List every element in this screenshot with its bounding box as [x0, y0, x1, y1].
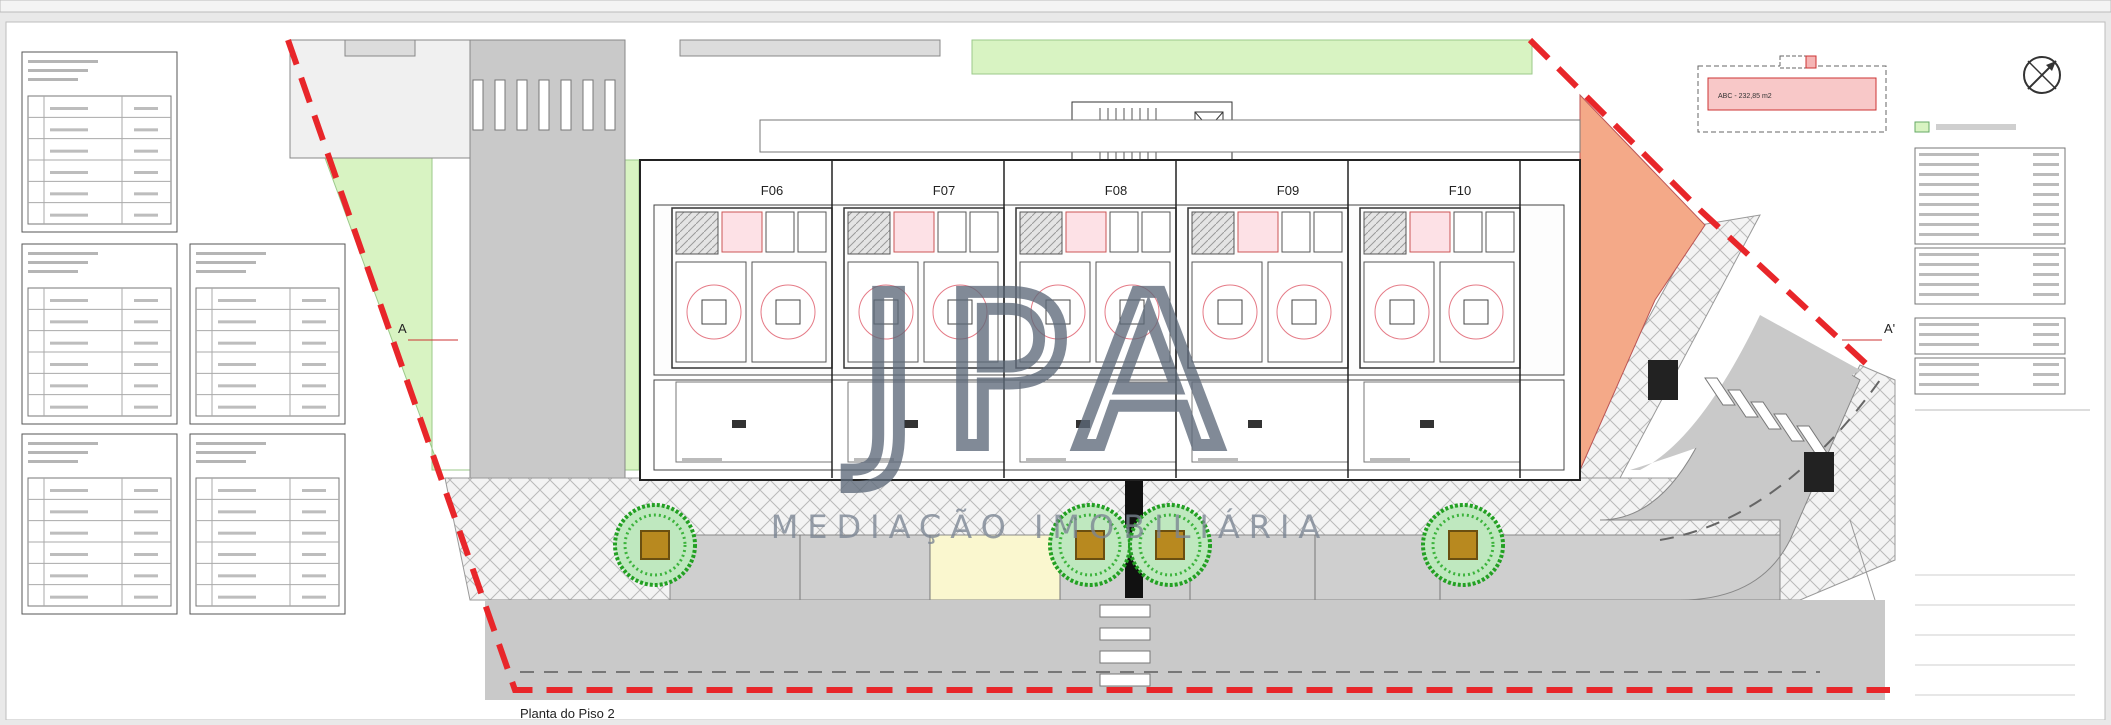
lot-boundary: [285, 39, 1890, 693]
apartment-unit: F08: [1015, 160, 1177, 478]
unit-label: F09: [1277, 183, 1299, 198]
area-table: [21, 51, 178, 233]
schedule-table: [1914, 317, 2066, 355]
lawn-north: [971, 39, 1533, 75]
plan-caption: Planta do Piso 2: [520, 706, 615, 720]
legend-lawn-swatch: [1914, 121, 1930, 133]
north-arrow-icon: [2023, 56, 2061, 94]
area-table: [189, 433, 346, 615]
watermark-subtitle: MEDIAÇÃO IMOBILIÁRIA: [771, 508, 1330, 546]
area-table: [189, 243, 346, 425]
schedule-table: [1914, 147, 2066, 245]
tree-icon: [1421, 503, 1505, 587]
area-table-group: [21, 51, 346, 615]
unit-label: F07: [933, 183, 955, 198]
tree-icon: [613, 503, 697, 587]
section-marker-left: A: [398, 321, 407, 336]
schedule-table: [1914, 357, 2066, 395]
watermark-logo: JPA: [847, 250, 1243, 495]
apartment-unit: F10: [1359, 160, 1521, 478]
area-callout-text: ABC - 232,85 m2: [1718, 93, 1772, 100]
schedule-table: [1914, 247, 2066, 305]
unit-label: F10: [1449, 183, 1471, 198]
apartment-unit: F07: [843, 160, 1005, 478]
tree-icon: [1128, 503, 1212, 587]
tree-icon: [1048, 503, 1132, 587]
unit-label: F08: [1105, 183, 1127, 198]
unit-label: F06: [761, 183, 783, 198]
apartment-unit: F06: [671, 160, 833, 478]
apartment-unit: F09: [1187, 160, 1349, 478]
area-table: [21, 433, 178, 615]
section-marker-right: A': [1884, 321, 1895, 336]
watermark: JPA MEDIAÇÃO IMOBILIÁRIA: [771, 244, 1330, 546]
area-table: [21, 243, 178, 425]
